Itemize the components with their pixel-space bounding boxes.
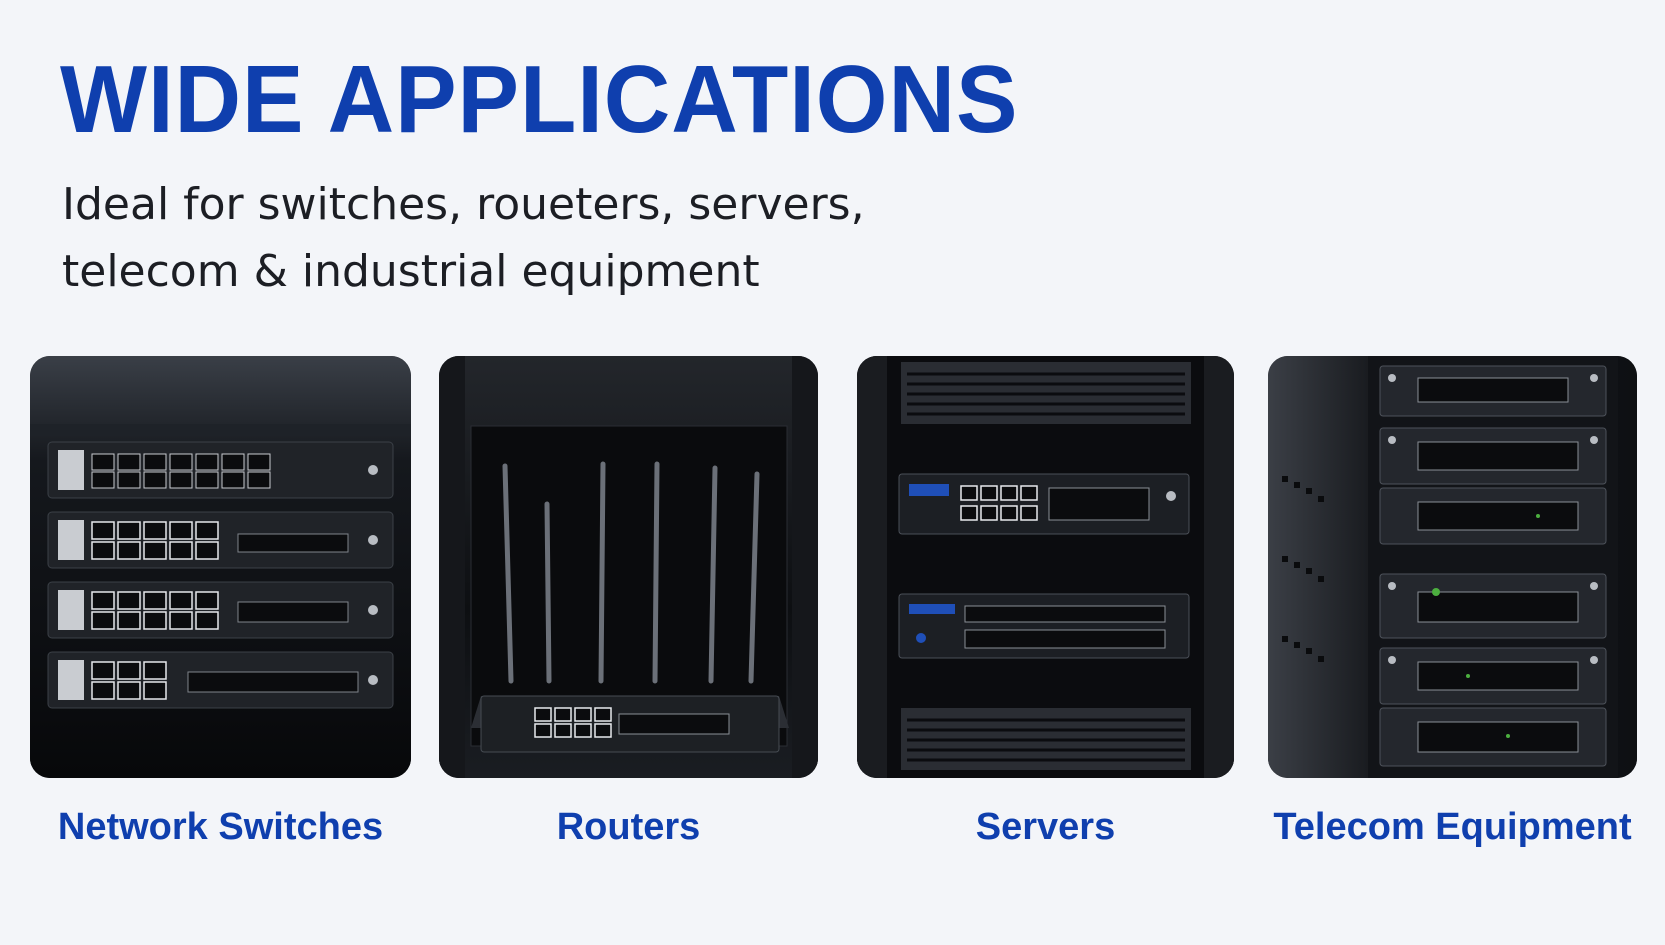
caption-servers: Servers (975, 806, 1116, 848)
telecom-equipment-card (1268, 356, 1637, 778)
subtitle-line-1: Ideal for switches, roueters, servers, (62, 179, 865, 230)
caption-network-switches: Network Switches (57, 806, 384, 848)
routers-card (439, 356, 818, 778)
subtitle-line-2: telecom & industrial equipment (62, 246, 760, 297)
network-switch-rack-photo-icon (30, 356, 411, 778)
server-rack-photo-icon (857, 356, 1234, 778)
telecom-chassis-photo-icon (1268, 356, 1637, 778)
caption-routers: Routers (556, 806, 701, 848)
page-title: WIDE APPLICATIONS (60, 46, 1019, 153)
caption-telecom-equipment: Telecom Equipment (1273, 806, 1632, 848)
network-switches-card (30, 356, 411, 778)
router-with-antennas-photo-icon (439, 356, 818, 778)
servers-card (857, 356, 1234, 778)
